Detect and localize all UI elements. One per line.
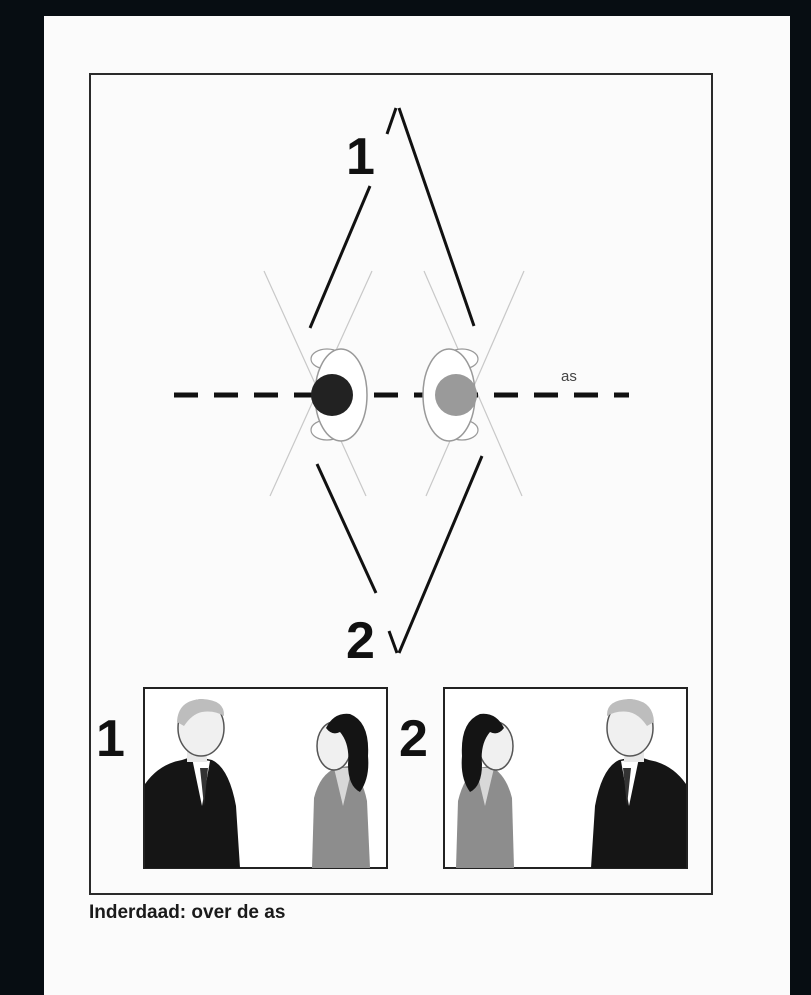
camera-2-line-left [317,464,376,593]
camera-1-line-left [310,186,370,328]
person-a-top-view [311,349,367,441]
view-cone-lines [264,271,524,496]
camera-1-line-right [399,108,474,326]
diagram-canvas: as 1 2 1 [44,16,790,995]
camera-1-lines [310,108,474,328]
person-a-head [311,374,353,416]
camera-2-label: 2 [346,612,375,670]
panel-2-label: 2 [399,710,428,768]
caption: Inderdaad: over de as [89,902,285,924]
panel-1 [144,688,387,868]
person-b-top-view [423,349,478,441]
camera-1-tick [387,108,396,134]
camera-2-lines [317,456,482,653]
person-b-head [435,374,477,416]
panel-1-woman [312,714,370,868]
camera-1-label: 1 [346,128,375,186]
axis-label: as [561,368,577,385]
panel-1-label: 1 [96,710,125,768]
page: as 1 2 1 [44,16,790,995]
camera-2-line-right [399,456,482,653]
camera-2-tick [389,631,397,653]
panel-2 [444,688,687,868]
panel-2-woman [456,714,514,868]
